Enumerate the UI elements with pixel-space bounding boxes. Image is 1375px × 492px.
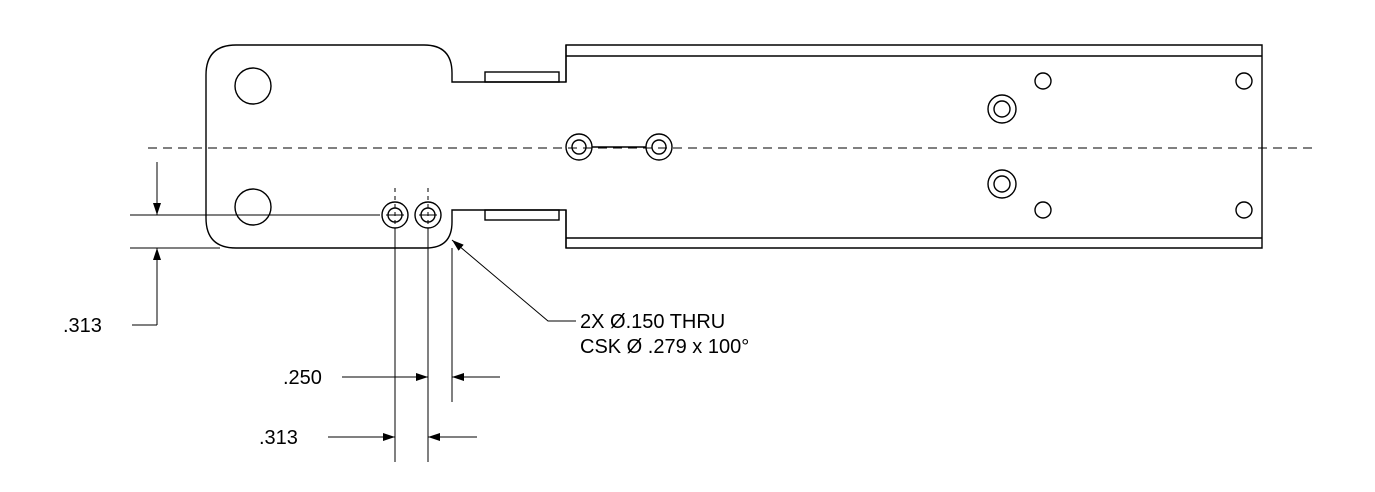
csk-hole-upper (987, 94, 1017, 124)
dimension-horizontal-250: .250 (283, 230, 500, 462)
small-hole-2 (1034, 201, 1052, 219)
callout-line-2: CSK Ø .279 x 100° (580, 336, 749, 358)
csk-hole-center-2-inner (651, 139, 667, 155)
csk-hole-upper-inner (993, 100, 1011, 118)
callout-line-1: 2X Ø.150 THRU (580, 311, 725, 333)
part-outline (205, 44, 1263, 249)
small-hole-4 (1235, 201, 1253, 219)
bracket-outline (205, 44, 1263, 249)
tab-bottom (484, 209, 560, 221)
tab-top (484, 71, 560, 83)
csk-hole-lower (987, 169, 1017, 199)
dimension-value-313-horizontal: .313 (259, 427, 298, 449)
large-hole-bottom (234, 188, 272, 226)
csk-hole-center-2 (645, 133, 673, 161)
csk-hole-center-1-inner (571, 139, 587, 155)
dimension-value-313-vertical: .313 (63, 315, 102, 337)
callout-leader (451, 239, 576, 322)
small-hole-1 (1034, 72, 1052, 90)
csk-hole-lower-inner (993, 175, 1011, 193)
dimension-vertical-313: .313 (63, 162, 380, 337)
holes (234, 67, 1253, 229)
dimension-value-250: .250 (283, 367, 322, 389)
csk-hole-center-1 (565, 133, 593, 161)
large-hole-top (234, 67, 272, 105)
hole-callout: 2X Ø.150 THRU CSK Ø .279 x 100° (451, 239, 749, 358)
dimension-horizontal-313: .313 (259, 230, 477, 462)
small-hole-3 (1235, 72, 1253, 90)
